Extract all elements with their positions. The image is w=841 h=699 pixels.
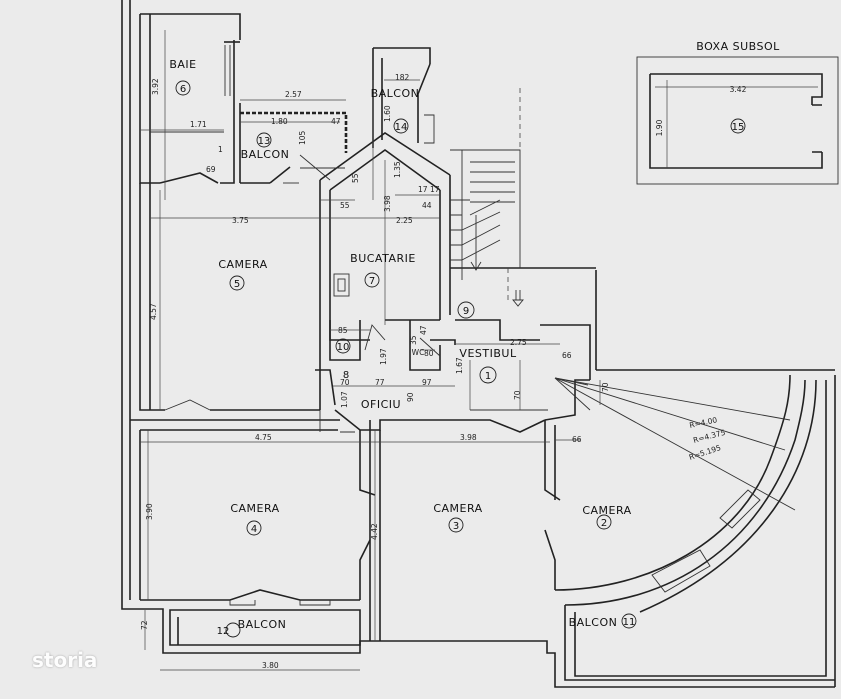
room-number-14: 14	[395, 122, 408, 133]
dimension-label: 85	[338, 326, 348, 335]
dimension-label: 47	[419, 325, 428, 335]
dimension-label: 2.25	[396, 216, 413, 225]
room-name-2: CAMERA	[582, 504, 631, 517]
room-number-2: 2	[601, 518, 607, 529]
room-name-11: BALCON	[569, 616, 618, 629]
room-name-14: BALCON	[371, 87, 420, 100]
room-name-12: BALCON	[238, 618, 287, 631]
room-number-13: 13	[258, 136, 271, 147]
dimension-label: 1.67	[455, 357, 464, 374]
dimension-label: 3.75	[232, 216, 249, 225]
room-name-6: BAIE	[169, 58, 196, 71]
dimension-label: 1.90	[655, 119, 664, 136]
room-number-9: 9	[463, 306, 469, 317]
dimension-label: 4.42	[370, 523, 379, 540]
staircase	[450, 88, 524, 307]
room-number-12: 12	[217, 626, 230, 637]
dimension-label: 1.60	[383, 105, 392, 122]
dimension-label: 3.42	[730, 85, 747, 94]
walls	[121, 0, 836, 688]
room-number-15: 15	[732, 122, 745, 133]
dimension-label: 3.92	[151, 78, 160, 95]
dimension-label: 66	[572, 435, 582, 444]
dimension-label: 3.80	[262, 661, 279, 670]
room-marker-15	[730, 118, 746, 134]
dimension-label: 55	[351, 173, 360, 183]
room-name-1: VESTIBUL	[459, 347, 517, 360]
dimension-label: 55	[340, 201, 350, 210]
room-name-8: OFICIU	[361, 398, 401, 411]
room-name-13: BALCON	[241, 148, 290, 161]
dimension-label: 1.71	[190, 120, 207, 129]
dimension-label: 70	[601, 382, 610, 392]
dimension-label: 105	[298, 130, 307, 145]
dimension-label: 80	[424, 349, 434, 358]
dimension-label: 4.75	[255, 433, 272, 442]
dimension-label: 47	[331, 117, 341, 126]
dimension-label: 1.97	[379, 348, 388, 365]
dimension-label: 1	[218, 145, 223, 154]
dimension-label: 3.90	[145, 503, 154, 520]
room-name-5: CAMERA	[218, 258, 267, 271]
basement-box	[636, 56, 839, 185]
dimension-label: 35	[409, 335, 418, 345]
dimension-label: 90	[406, 392, 415, 402]
room-number-4: 4	[251, 524, 257, 535]
room-name-7: BUCATARIE	[350, 252, 416, 265]
room-number-8: 8	[343, 370, 349, 381]
dimension-label: 70	[340, 378, 350, 387]
dimension-labels: 3.92 1.71 2.57 1.80 47 105 182 1.60 55 1…	[140, 73, 610, 670]
dimension-label: 1.35	[393, 161, 402, 178]
room-name-3: CAMERA	[433, 502, 482, 515]
dimension-label: 182	[395, 73, 410, 82]
wc-label: WC	[412, 348, 425, 357]
dimension-label: 3.98	[383, 195, 392, 212]
dimension-label: 1.80	[271, 117, 288, 126]
dimension-label: 66	[562, 351, 572, 360]
room-number-1: 1	[485, 371, 491, 382]
room-number-5: 5	[234, 279, 240, 290]
dimension-label: 17	[418, 185, 428, 194]
dimension-label: 1.07	[340, 391, 349, 408]
watermark-logo: storia	[32, 648, 98, 672]
dimension-label: 69	[206, 165, 216, 174]
basement-box-title: BOXA SUBSOL	[696, 40, 780, 53]
dimension-label: 44	[422, 201, 432, 210]
dimension-label: 97	[422, 378, 432, 387]
dimension-label: 4.57	[149, 303, 158, 320]
dimension-label: 72	[140, 620, 149, 630]
dimension-label: 17	[430, 185, 440, 194]
dimension-label: 3.98	[460, 433, 477, 442]
dimension-label: 2.57	[285, 90, 302, 99]
room-number-10: 10	[337, 342, 350, 353]
room-markers	[175, 80, 637, 638]
dimension-label: 2.75	[510, 338, 527, 347]
room-name-4: CAMERA	[230, 502, 279, 515]
room-number-7: 7	[369, 276, 375, 287]
room-number-6: 6	[180, 84, 186, 95]
dimension-lines	[140, 30, 601, 671]
dimension-label: 70	[513, 390, 522, 400]
radius-label: R=5.195	[688, 443, 722, 462]
room-number-3: 3	[453, 521, 459, 532]
room-number-11: 11	[623, 617, 636, 628]
radius-label: R=4.375	[692, 428, 726, 445]
dimension-label: 77	[375, 378, 385, 387]
